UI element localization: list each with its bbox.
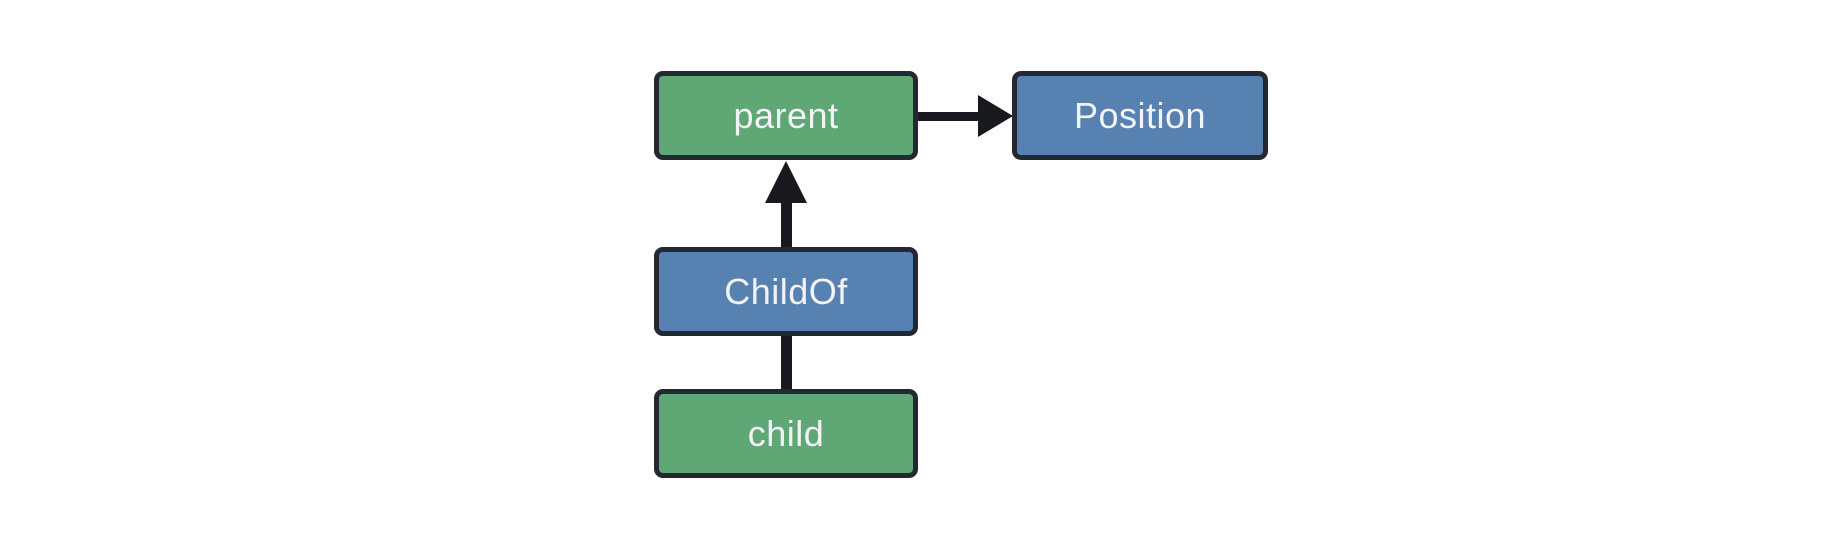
arrowhead-up-icon (765, 161, 807, 203)
edge-parent-to-position-line (918, 112, 982, 121)
node-child-label: child (747, 412, 825, 454)
node-position: Position (1012, 71, 1268, 160)
node-position-label: Position (1073, 94, 1207, 136)
node-childof-label: ChildOf (724, 270, 848, 312)
node-child: child (654, 389, 918, 478)
node-childof: ChildOf (654, 247, 918, 336)
edge-child-to-childof-line (781, 336, 792, 389)
arrowhead-right-icon (978, 95, 1013, 137)
node-parent-label: parent (733, 94, 839, 136)
edge-childof-to-parent-line (781, 198, 792, 247)
node-parent: parent (654, 71, 918, 160)
